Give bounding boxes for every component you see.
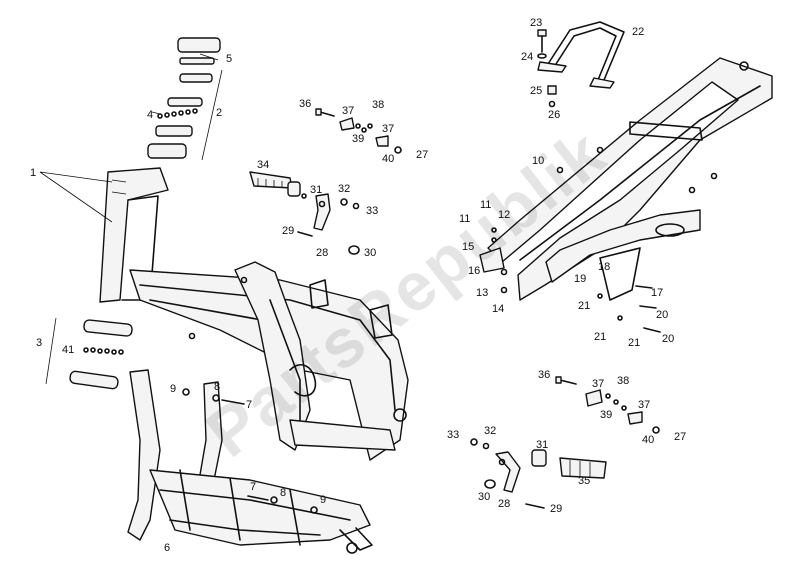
callout-33b: 33 [447,429,459,441]
callout-39b: 39 [600,409,612,421]
callout-29b: 29 [550,503,562,515]
callout-35: 35 [578,475,590,487]
callout-25: 25 [530,85,542,97]
lower-bearing-set [69,319,133,390]
callout-28a: 28 [316,247,328,259]
callout-31a: 31 [310,184,322,196]
callout-5: 5 [226,53,232,65]
callout-3: 3 [36,337,42,349]
callout-2: 2 [216,107,222,119]
callout-40b: 40 [642,434,654,446]
callout-16: 16 [468,265,480,277]
callout-37c: 37 [592,378,604,390]
callout-15: 15 [462,241,474,253]
callout-9b: 9 [320,494,326,506]
callout-29a: 29 [282,225,294,237]
rear-subframe [479,57,773,301]
main-frame [99,167,409,461]
callout-37a: 37 [342,105,354,117]
callout-23: 23 [530,17,542,29]
callout-7a: 7 [246,399,252,411]
callout-4: 4 [147,109,153,121]
callout-30b: 30 [478,491,490,503]
callout-19: 19 [574,273,586,285]
callout-8a: 8 [214,381,220,393]
lower-cradle [127,369,373,554]
callout-28b: 28 [498,498,510,510]
callout-30a: 30 [364,247,376,259]
callout-1: 1 [30,167,36,179]
callout-37b: 37 [382,123,394,135]
callout-11b: 11 [480,199,491,211]
callout-27b: 27 [674,431,686,443]
callout-21b: 21 [594,331,606,343]
callout-7b: 7 [250,481,256,493]
callout-20a: 20 [656,309,668,321]
callout-13: 13 [476,287,488,299]
bearing-balls [157,108,198,119]
callout-labels: 1 2 3 4 5 6 7 7 8 8 9 9 10 11 11 12 13 1… [30,17,686,554]
grab-handle [537,21,625,89]
callout-41: 41 [62,344,74,356]
callout-10: 10 [532,155,544,167]
callout-24: 24 [521,51,533,63]
callout-36b: 36 [538,369,550,381]
callout-38a: 38 [372,99,384,111]
callout-14: 14 [492,303,504,315]
callout-8b: 8 [280,487,286,499]
callout-9a: 9 [170,383,176,395]
callout-36a: 36 [299,98,311,110]
steering-bearing-stack [147,37,221,159]
callout-21a: 21 [578,300,590,312]
callout-20b: 20 [662,333,674,345]
callout-38b: 38 [617,375,629,387]
callout-17: 17 [651,287,663,299]
callout-12: 12 [498,209,510,221]
leader-lines [39,53,223,385]
callout-40a: 40 [382,153,394,165]
callout-6: 6 [164,542,170,554]
callout-11a: 11 [459,213,470,225]
callout-26: 26 [548,109,560,121]
callout-21c: 21 [628,337,640,349]
callout-31b: 31 [536,439,548,451]
callout-32b: 32 [484,425,496,437]
callout-18: 18 [598,261,610,273]
callout-27a: 27 [416,149,428,161]
callout-32a: 32 [338,183,350,195]
fasteners [182,29,661,514]
callout-33a: 33 [366,205,378,217]
callout-37d: 37 [638,399,650,411]
callout-34: 34 [257,159,269,171]
callout-22: 22 [632,26,644,38]
callout-39a: 39 [352,133,364,145]
